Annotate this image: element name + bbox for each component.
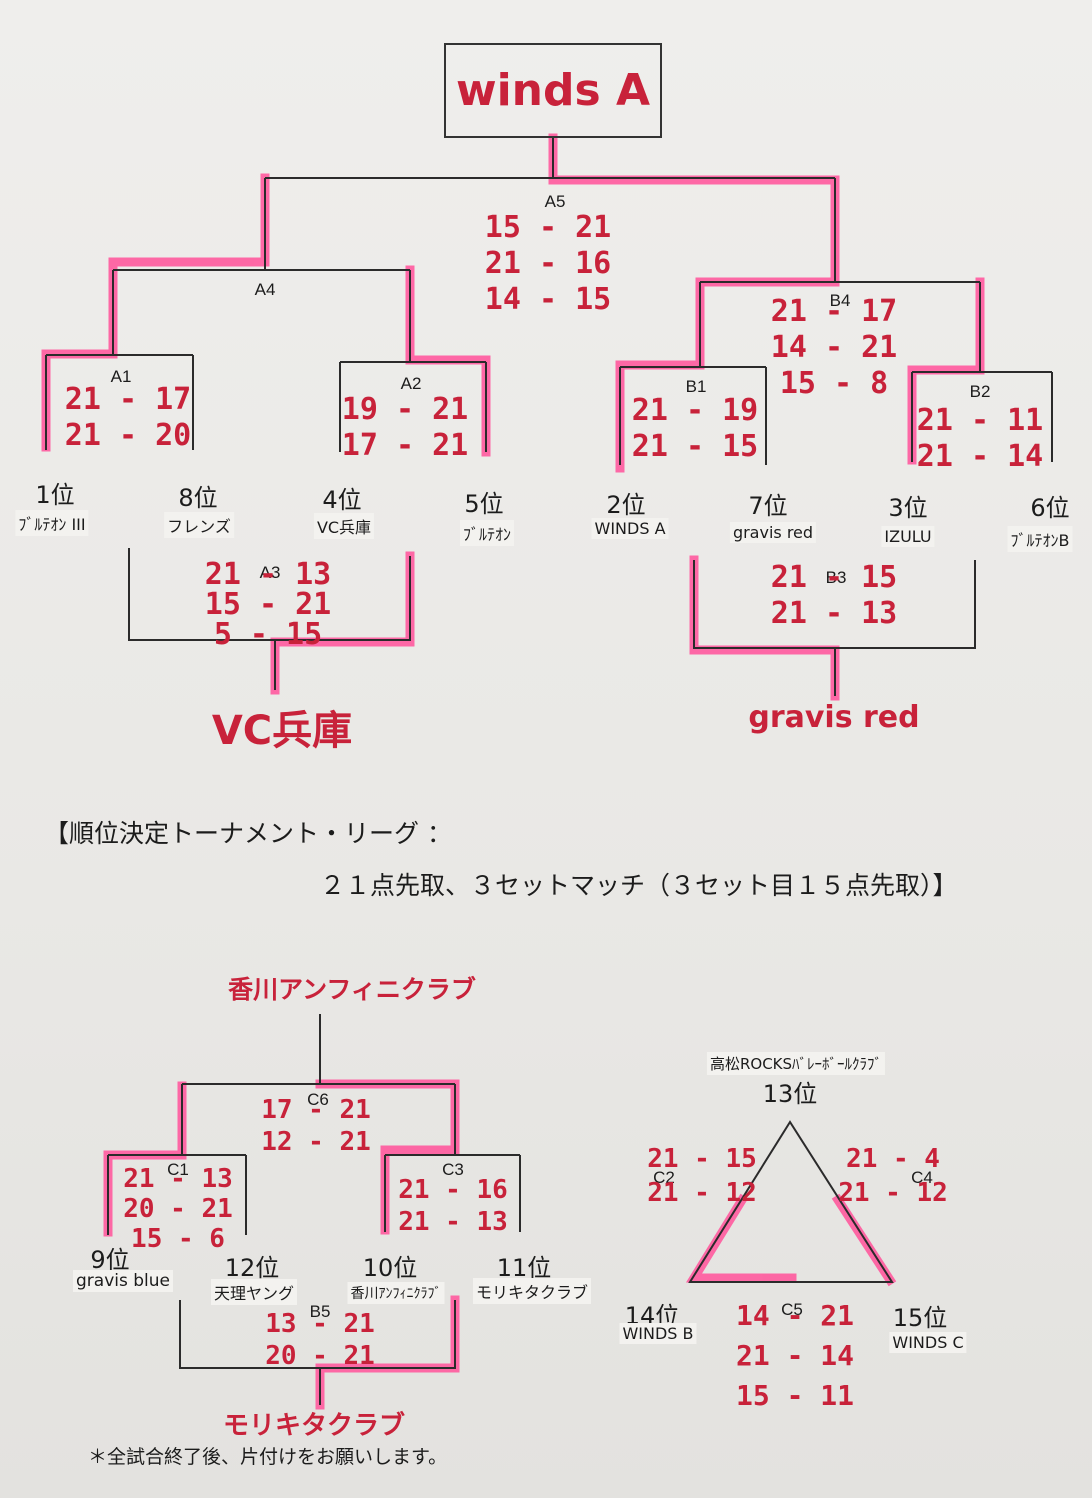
match-label-a4: A4 xyxy=(254,280,276,299)
match-label-c2: C2 xyxy=(653,1168,675,1187)
match-label-c6: C6 xyxy=(307,1090,329,1109)
team-rank: 1位 xyxy=(35,481,75,509)
highlight-c2 xyxy=(685,1193,797,1283)
team-name: gravis blue xyxy=(73,1270,173,1292)
highlight-a4 xyxy=(108,173,270,357)
match-label-b5: B5 xyxy=(309,1302,331,1321)
team-rank: 13位 xyxy=(762,1080,818,1108)
team-rank: 7位 xyxy=(748,492,788,520)
team-rank: 3位 xyxy=(888,494,928,522)
team-name: 天理ヤング xyxy=(210,1279,298,1305)
team-rank: 12位 xyxy=(224,1254,280,1282)
match-label-c5: C5 xyxy=(781,1300,803,1319)
team-name: WINDS A xyxy=(591,518,669,539)
team-name: ﾌﾞﾙﾃｵﾝ xyxy=(459,520,515,546)
match-label-c1: C1 xyxy=(167,1160,189,1179)
winner-c6: 香川アンフィニクラブ xyxy=(228,975,476,1004)
team-name: 香川ｱﾝﾌｨﾆｸﾗﾌﾞ xyxy=(347,1282,445,1304)
section-subheading: ２１点先取、３セットマッチ（３セット目１５点先取）】 xyxy=(320,871,958,900)
team-name: WINDS C xyxy=(889,1332,967,1353)
match-label-b2: B2 xyxy=(969,382,991,401)
team-name: ﾌﾞﾙﾃｵﾝ III xyxy=(15,510,89,536)
team-rank: 4位 xyxy=(322,486,362,514)
team-rank: 10位 xyxy=(362,1254,418,1282)
winner-a3: VC兵庫 xyxy=(211,708,353,754)
team-rank: 11位 xyxy=(496,1254,552,1282)
section-heading: 【順位決定トーナメント・リーグ ： xyxy=(44,819,452,848)
team-rank: 2位 xyxy=(606,491,646,519)
footer-note: ＊全試合終了後、片付けをお願いします。 xyxy=(88,1446,448,1468)
champion-box: winds A xyxy=(444,43,662,138)
match-label-a5: A5 xyxy=(544,192,566,211)
winner-b3: gravis red xyxy=(748,700,920,735)
match-label-b3: B3 xyxy=(825,568,847,587)
team-name: VC兵庫 xyxy=(313,513,375,539)
team-name: WINDS B xyxy=(619,1323,697,1344)
match-label-b4: B4 xyxy=(829,291,851,310)
team-rank: 15位 xyxy=(892,1304,948,1332)
winner-b5: モリキタクラブ xyxy=(222,1411,406,1441)
team-rank: 9位 xyxy=(90,1246,130,1274)
match-label-a1: A1 xyxy=(110,367,132,386)
team-rank: 8位 xyxy=(178,484,218,512)
match-label-b1: B1 xyxy=(685,377,707,396)
team-name: IZULU xyxy=(881,526,935,547)
team-name: モリキタクラブ xyxy=(472,1278,592,1304)
team-name: gravis red xyxy=(729,522,817,543)
team-rank: 5位 xyxy=(464,490,504,518)
match-label-c4: C4 xyxy=(911,1168,933,1187)
match-label-c3: C3 xyxy=(442,1160,464,1179)
match-label-a2: A2 xyxy=(400,374,422,393)
champion-name: winds A xyxy=(455,65,651,116)
team-name: フレンズ xyxy=(164,512,234,538)
match-label-a3: A3 xyxy=(259,563,281,582)
team-rank: 6位 xyxy=(1030,494,1070,522)
team-name: ﾌﾞﾙﾃｵﾝB xyxy=(1007,526,1073,552)
team-name: 高松ROCKSﾊﾞﾚｰﾎﾞｰﾙｸﾗﾌﾞ xyxy=(706,1052,886,1075)
